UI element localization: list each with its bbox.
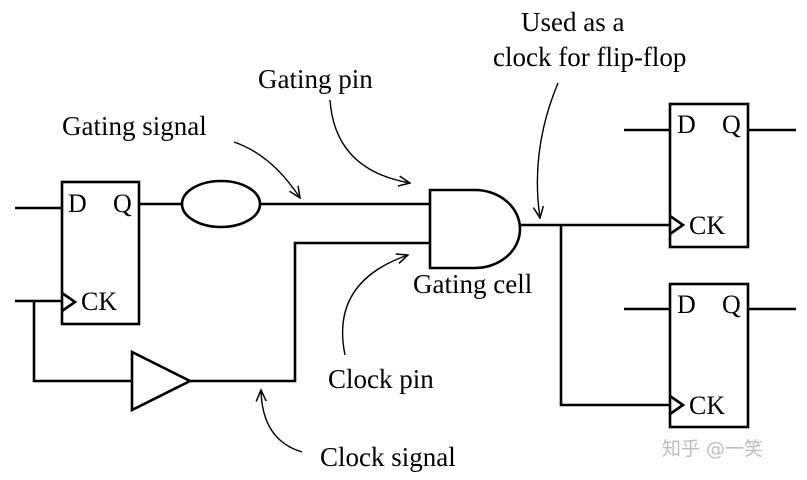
gating-cell-label: Gating cell xyxy=(413,269,532,299)
ff1-q-label: Q xyxy=(113,189,132,218)
clock-buffer xyxy=(130,349,193,413)
ff3-clock-triangle xyxy=(669,394,686,416)
ff3-d-label: D xyxy=(677,290,696,319)
ff1-ck-label: CK xyxy=(81,287,117,316)
combinational-logic-ellipse xyxy=(180,179,262,229)
ff3-ck-label: CK xyxy=(689,391,725,420)
gating-signal-arrow xyxy=(233,141,300,198)
watermark: 知乎 @一笑 xyxy=(662,438,763,460)
clock-pin-arrow xyxy=(341,255,408,356)
clock-signal-label: Clock signal xyxy=(320,442,456,472)
ff2-clock-triangle xyxy=(669,214,686,236)
and-gating-cell xyxy=(428,188,522,270)
source-flip-flop: D Q CK xyxy=(60,180,141,326)
clock-signal-wire xyxy=(190,241,430,383)
clock-signal-arrow xyxy=(261,390,303,453)
gated-clock-arrow xyxy=(537,82,559,218)
ff3-q-label: Q xyxy=(722,290,741,319)
ff2-q-label: Q xyxy=(722,110,741,139)
used-as-clock-label-line2: clock for flip-flop xyxy=(493,42,686,72)
ff2-d-label: D xyxy=(677,110,696,139)
clock-input-triangle xyxy=(61,291,78,313)
clock-branch-wire xyxy=(32,301,132,383)
destination-flip-flop-2: D Q CK xyxy=(668,282,750,429)
used-as-clock-label-line1: Used as a xyxy=(521,7,624,37)
gating-pin-arrow xyxy=(329,99,410,183)
clock-pin-label: Clock pin xyxy=(328,364,434,394)
destination-flip-flop-1: D Q CK xyxy=(668,102,750,249)
gated-clock-branch-wire xyxy=(559,225,670,407)
ff2-ck-label: CK xyxy=(689,211,725,240)
gating-signal-label: Gating signal xyxy=(62,111,207,141)
gating-pin-label: Gating pin xyxy=(258,64,373,94)
ff1-d-label: D xyxy=(68,189,87,218)
